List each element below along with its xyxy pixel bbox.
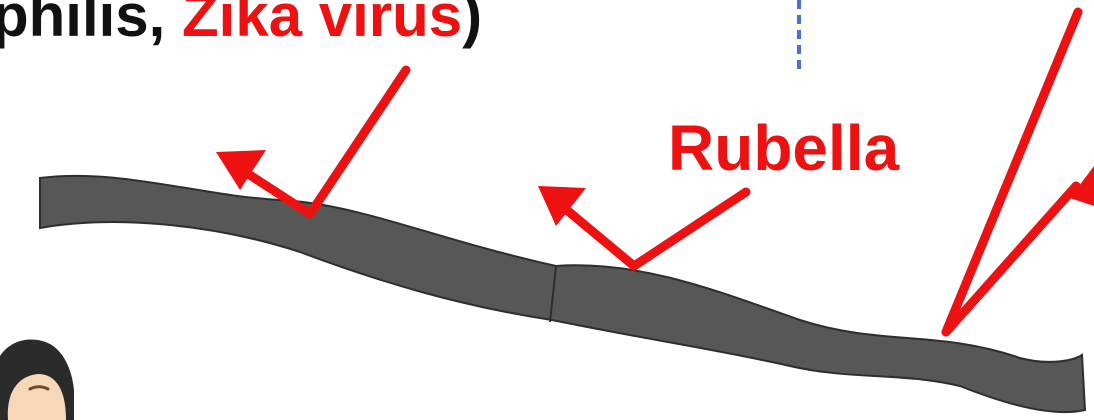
rubella-pointer-line [634, 192, 746, 266]
avatar [0, 340, 74, 420]
right-arrow-shaft [946, 186, 1076, 332]
zika-pointer-line [310, 70, 406, 214]
right-pointer-line [946, 12, 1078, 332]
rubella-arrow-shaft [562, 206, 634, 266]
